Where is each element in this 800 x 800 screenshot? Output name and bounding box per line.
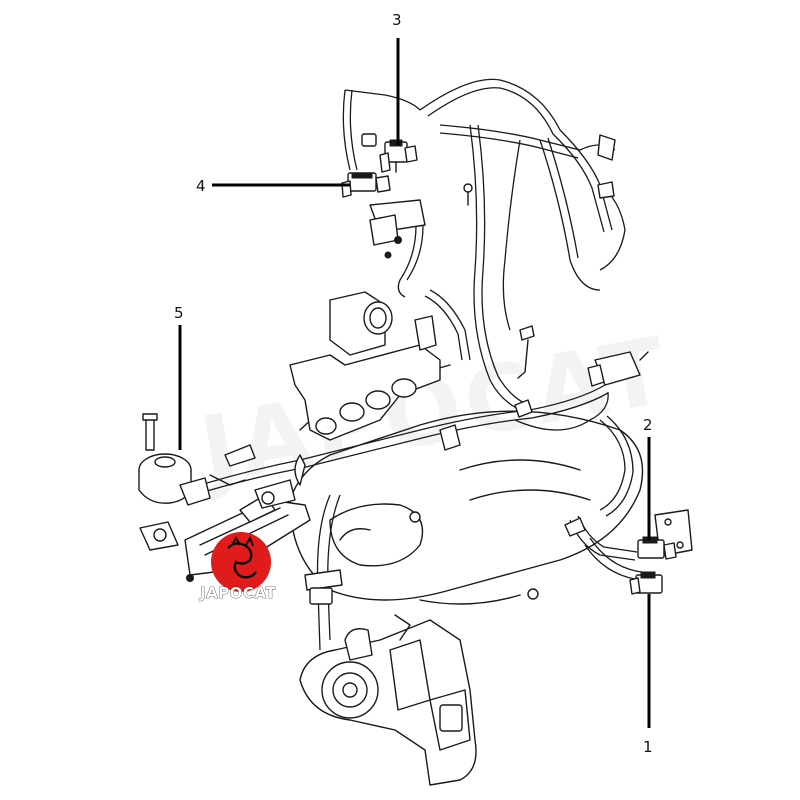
logo-badge-icon <box>211 532 271 592</box>
callout-2: 2 <box>643 416 653 434</box>
part-3-solenoid-valve <box>361 133 418 173</box>
egr-pipe <box>304 494 343 651</box>
part-5-egr-valve <box>138 413 256 551</box>
solenoid-bracket-upper <box>369 183 473 259</box>
bolt-icon <box>145 417 155 451</box>
intake-manifold <box>289 291 441 441</box>
bolt-icon <box>527 588 539 600</box>
callout-4: 4 <box>196 177 206 195</box>
japocat-logo: JAPOCAT <box>199 532 276 602</box>
callout-3: 3 <box>392 11 402 29</box>
callout-5: 5 <box>174 304 184 322</box>
lower-hoses <box>199 384 643 581</box>
logo-text: JAPOCAT <box>199 584 276 602</box>
callout-1: 1 <box>643 738 653 756</box>
vacuum-hoses <box>342 78 626 411</box>
cat-emblem-icon <box>227 542 257 579</box>
sensor-connector <box>517 134 649 387</box>
part-4-solenoid-valve <box>341 172 391 198</box>
bolt-icon <box>409 511 421 523</box>
turbocharger <box>299 614 477 786</box>
part-1-solenoid-valve <box>629 571 663 595</box>
